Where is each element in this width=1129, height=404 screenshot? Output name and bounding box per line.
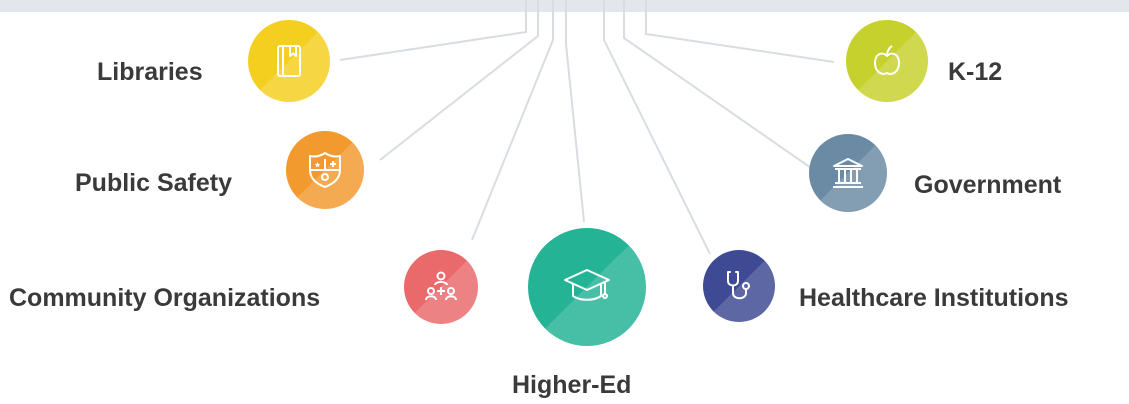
connector-higher-ed <box>565 0 585 223</box>
community-people-icon <box>425 271 457 301</box>
top-bar <box>0 0 1129 12</box>
connector-community <box>471 0 554 241</box>
graduation-cap-icon <box>564 269 610 301</box>
higher-ed-node[interactable] <box>528 228 646 346</box>
community-organizations-node[interactable] <box>404 250 478 324</box>
healthcare-institutions-label: Healthcare Institutions <box>799 284 1069 312</box>
connector-libraries <box>339 0 527 61</box>
connector-healthcare <box>603 0 711 255</box>
k12-node[interactable] <box>846 20 928 102</box>
stethoscope-icon <box>727 271 750 300</box>
higher-ed-label: Higher-Ed <box>512 371 632 399</box>
connector-public-safety <box>379 0 539 161</box>
government-label: Government <box>914 171 1062 199</box>
public-safety-node[interactable] <box>286 131 364 209</box>
connector-government <box>623 0 815 171</box>
shield-badge-icon <box>309 152 341 188</box>
government-node[interactable] <box>809 134 887 212</box>
libraries-node[interactable] <box>248 20 330 102</box>
book-icon <box>277 45 301 77</box>
k12-label: K-12 <box>948 58 1003 86</box>
apple-icon <box>874 45 900 75</box>
libraries-label: Libraries <box>97 58 203 86</box>
government-building-icon <box>833 158 863 188</box>
healthcare-institutions-node[interactable] <box>703 250 775 322</box>
connector-k12 <box>645 0 835 63</box>
community-organizations-label: Community Organizations <box>9 284 321 312</box>
public-safety-label: Public Safety <box>75 169 232 197</box>
